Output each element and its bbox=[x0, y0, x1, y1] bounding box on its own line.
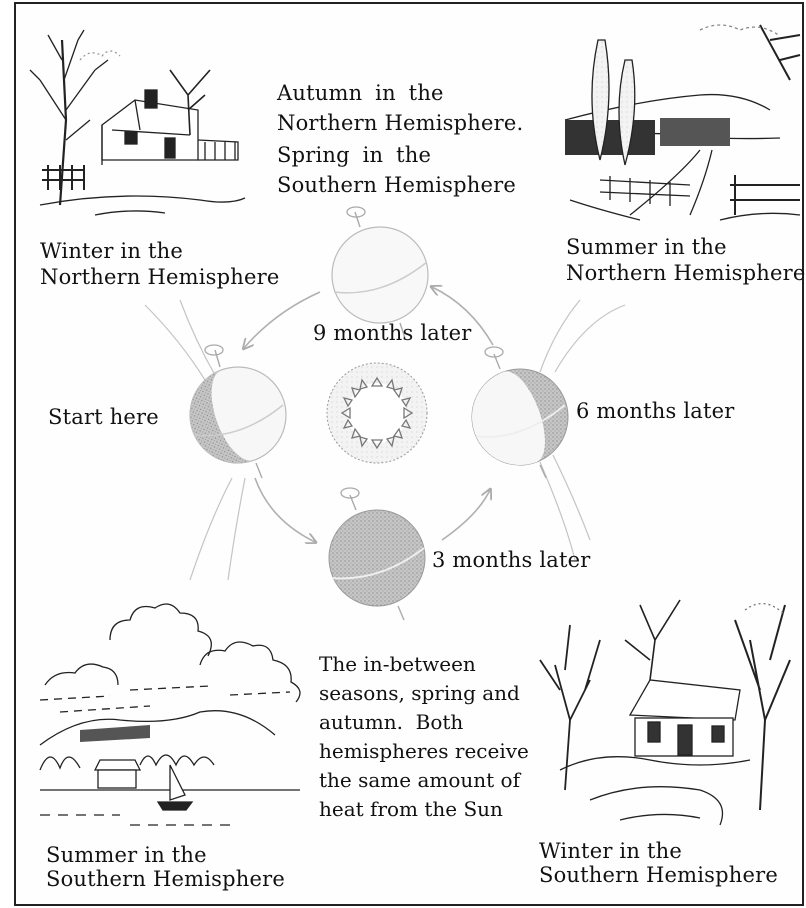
earth-9-months bbox=[332, 207, 428, 338]
caption-inbetween-line2: seasons, spring and bbox=[319, 679, 529, 708]
caption-summer-south-line2: Southern Hemisphere bbox=[46, 866, 285, 892]
caption-winter-north-line2: Northern Hemisphere bbox=[40, 264, 280, 290]
caption-inbetween-line4: hemispheres receive bbox=[319, 737, 529, 766]
caption-spring-south-line1: Spring in the bbox=[277, 142, 431, 168]
label-6-months: 6 months later bbox=[576, 398, 734, 424]
label-start-here: Start here bbox=[48, 404, 159, 430]
earth-6-months bbox=[458, 347, 568, 479]
winter-south-scene bbox=[540, 600, 790, 825]
label-3-months: 3 months later bbox=[432, 547, 590, 573]
summer-south-scene bbox=[40, 604, 300, 825]
caption-spring-south-line2: Southern Hemisphere bbox=[277, 172, 516, 198]
caption-inbetween: The in-between seasons, spring and autum… bbox=[319, 650, 529, 824]
earth-3-months bbox=[329, 488, 425, 620]
caption-autumn-north-line2: Northern Hemisphere. bbox=[277, 110, 523, 136]
caption-autumn-north-line1: Autumn in the bbox=[277, 80, 444, 106]
caption-summer-north-line1: Summer in the bbox=[566, 234, 727, 260]
caption-summer-north-line2: Northern Hemisphere bbox=[566, 260, 806, 286]
caption-inbetween-line5: the same amount of bbox=[319, 766, 529, 795]
label-9-months: 9 months later bbox=[313, 320, 471, 346]
caption-winter-north-line1: Winter in the bbox=[40, 238, 183, 264]
caption-winter-south-line2: Southern Hemisphere bbox=[539, 862, 778, 888]
summer-north-scene bbox=[565, 25, 800, 220]
caption-inbetween-line1: The in-between bbox=[319, 650, 529, 679]
caption-inbetween-line3: autumn. Both bbox=[319, 708, 529, 737]
caption-inbetween-line6: heat from the Sun bbox=[319, 795, 529, 824]
caption-winter-south-line1: Winter in the bbox=[539, 838, 682, 864]
sun bbox=[327, 363, 427, 463]
earth-start bbox=[176, 345, 286, 478]
winter-north-scene bbox=[30, 30, 245, 215]
caption-summer-south-line1: Summer in the bbox=[46, 842, 207, 868]
